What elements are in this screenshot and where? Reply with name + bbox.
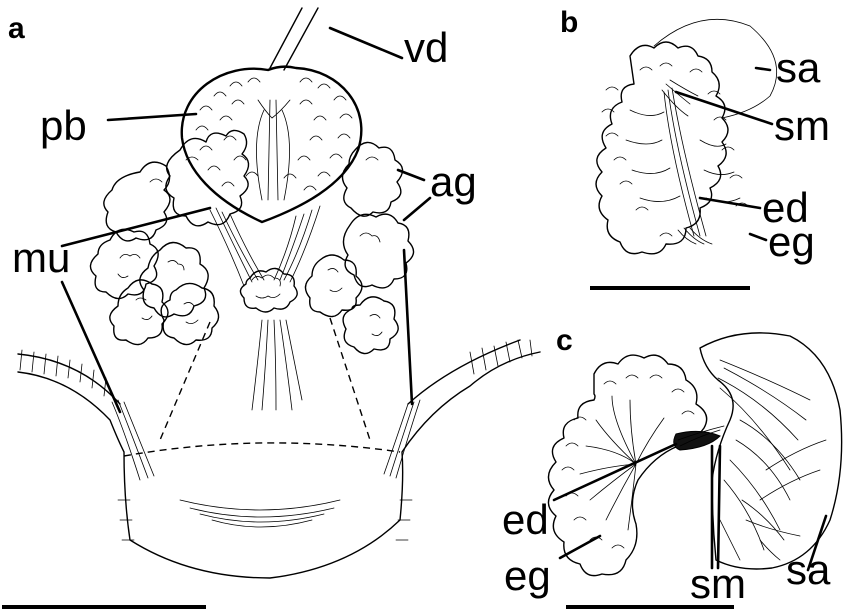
label-eg-c: eg [504,552,551,599]
vas-deferens-drawing [270,8,318,70]
panel-a: a [2,8,540,607]
label-ed-c: ed [502,496,549,543]
prostate-bulb-drawing [182,67,362,222]
ejaculatory-gland-drawing-b [596,42,748,254]
leader-mu-1 [62,208,210,246]
label-pb: pb [40,102,87,149]
leader-eg-b [750,234,766,240]
ejaculatory-gland-drawing-c [548,355,724,576]
leader-mu-2 [62,282,120,412]
label-sa-b: sa [776,44,821,91]
panel-c-letter: c [556,324,573,357]
label-sa-c: sa [786,546,831,593]
leader-mu-3 [404,250,412,404]
leader-eg-c [560,536,600,558]
panel-b-letter: b [560,6,578,39]
panel-b: b sa sm ed eg [560,6,830,288]
leader-sa-b [756,68,770,70]
leader-ag-2 [404,198,430,220]
dashed-outline [124,318,400,456]
label-vd: vd [404,24,448,71]
label-ag: ag [430,158,477,205]
label-sm-b: sm [774,102,830,149]
label-sm-c: sm [690,560,746,607]
body-wall-drawing [18,340,540,578]
panel-c: c [502,324,842,607]
leader-sm-c-2 [718,446,720,568]
label-eg-b: eg [768,218,815,265]
label-mu: mu [12,234,70,281]
leader-vd [330,28,402,58]
accessory-gland-drawing [90,130,413,353]
panel-a-letter: a [8,12,25,45]
